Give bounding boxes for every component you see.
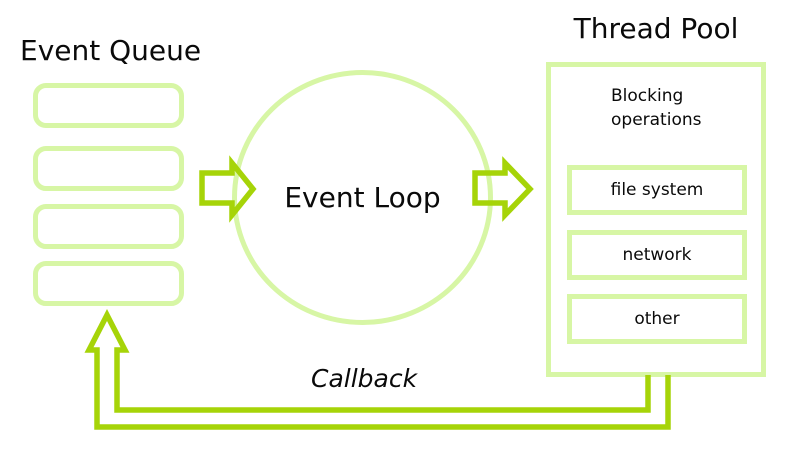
blocking-operations-label: Blocking operations: [611, 86, 702, 130]
pool-item-label: other: [634, 309, 680, 329]
pool-item-label: network: [622, 245, 692, 265]
event-queue-title: Event Queue: [20, 34, 202, 67]
pool-item-network: network: [567, 230, 747, 280]
queue-slot: [33, 83, 184, 128]
pool-item-label: file system: [610, 180, 704, 200]
event-loop-circle: Event Loop: [232, 70, 493, 325]
queue-slot: [33, 261, 184, 306]
queue-slot: [33, 204, 184, 249]
thread-pool-title: Thread Pool: [573, 12, 739, 45]
queue-slot: [33, 146, 184, 191]
pool-item-other: other: [567, 294, 747, 344]
callback-label: Callback: [311, 364, 418, 393]
pool-item-file-system: file system: [567, 165, 747, 215]
event-loop-label: Event Loop: [284, 181, 441, 214]
